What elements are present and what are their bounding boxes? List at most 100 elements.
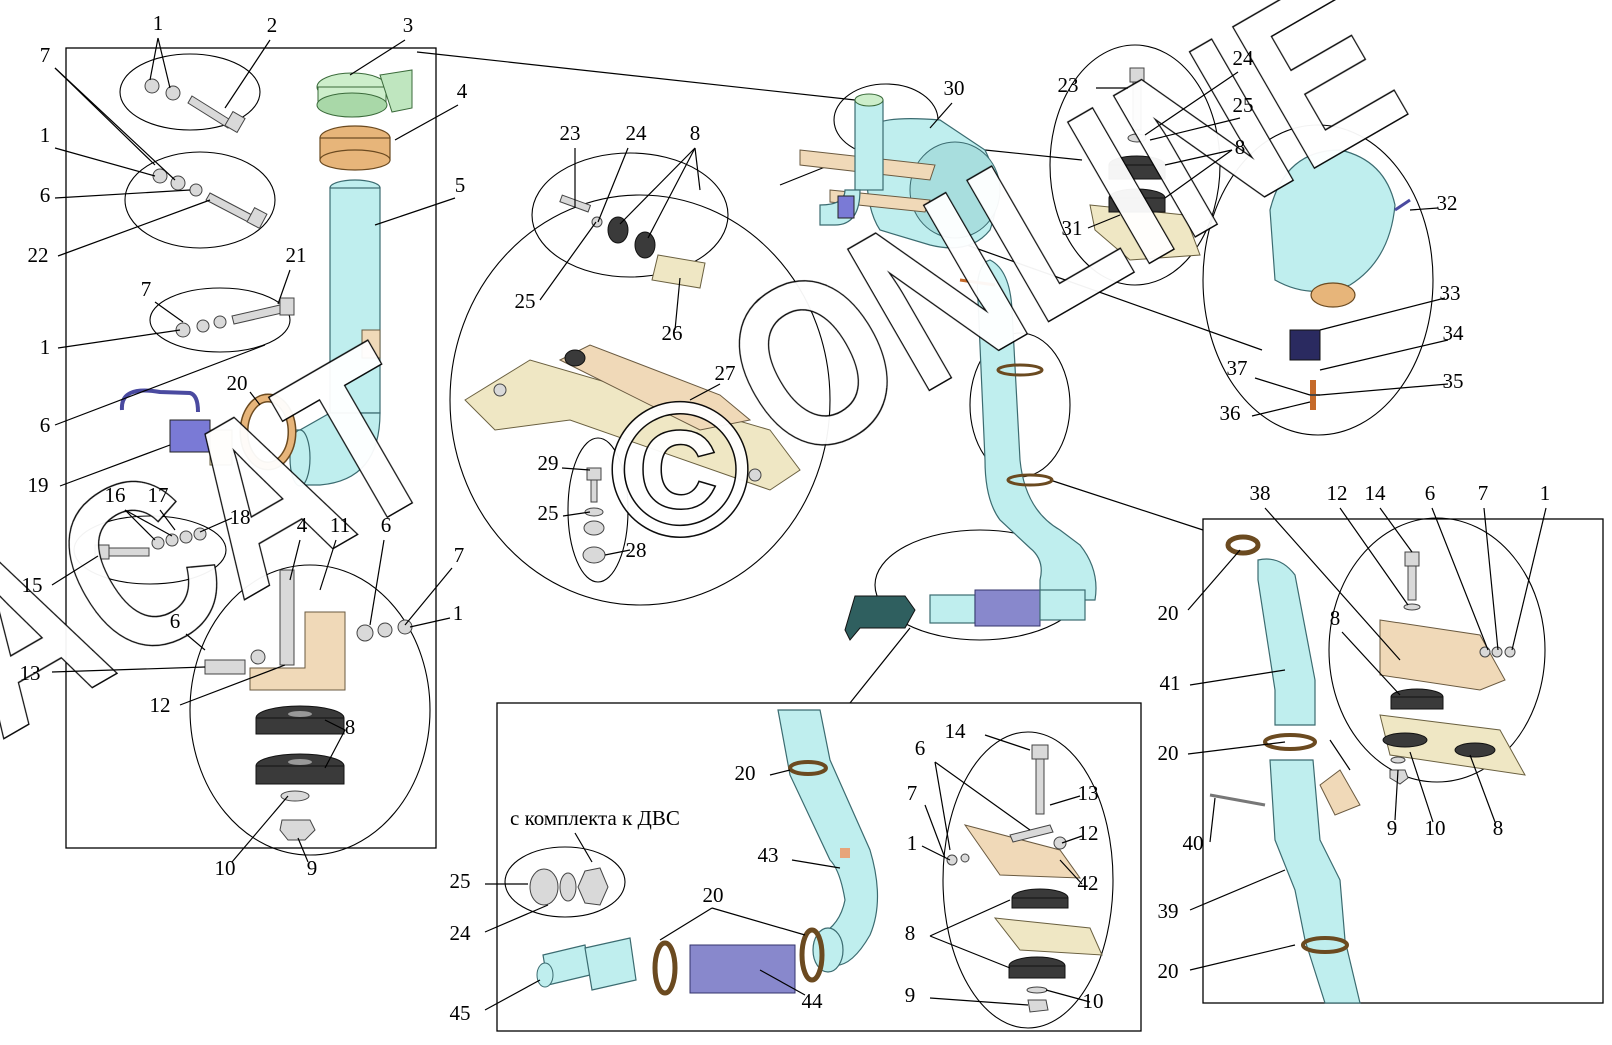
- leader-line: [929, 899, 1011, 937]
- callout-number: 10: [1083, 989, 1104, 1013]
- right-assembly-frame: [1202, 518, 1604, 1004]
- callout-number: 4: [457, 79, 468, 103]
- leader-line: [1264, 507, 1401, 661]
- callout-number: 15: [22, 573, 43, 597]
- callout-number: 18: [230, 505, 251, 529]
- leader-line: [1087, 214, 1121, 229]
- leader-line: [1469, 754, 1496, 823]
- callout-number: 17: [148, 483, 169, 507]
- leader-line: [1319, 339, 1449, 371]
- leader-line: [1394, 769, 1399, 821]
- leader-line: [934, 761, 951, 851]
- callout-number: 1: [1540, 481, 1551, 505]
- callout-number: 20: [703, 883, 724, 907]
- watermark-left: ACAT: [0, 296, 475, 784]
- leader-line: [597, 147, 629, 223]
- leader-line: [929, 935, 1011, 969]
- callout-number: 20: [1158, 959, 1179, 983]
- leader-line: [1409, 207, 1439, 211]
- sensor-19: [119, 388, 233, 466]
- callout-ellipse: [1049, 44, 1221, 286]
- leader-line: [1254, 377, 1311, 396]
- callout-number: 25: [1233, 93, 1254, 117]
- leader-line: [1341, 631, 1401, 696]
- callout-number: 23: [560, 121, 581, 145]
- leader-line: [374, 197, 456, 226]
- leader-line: [54, 189, 191, 199]
- leader-line: [324, 729, 346, 769]
- leader-line: [769, 769, 791, 776]
- callout-number: 35: [1443, 369, 1464, 393]
- callout-number: 25: [538, 501, 559, 525]
- leader-line: [324, 719, 346, 731]
- callout-number: 9: [905, 983, 916, 1007]
- hardware-29-25-24-28: [582, 467, 606, 564]
- callout-number: 42: [1078, 871, 1099, 895]
- leader-line: [1144, 71, 1239, 136]
- leader-line: [59, 444, 171, 487]
- leader-line: [57, 199, 211, 257]
- callout-ellipse: [1202, 124, 1434, 436]
- callout-number: 22: [28, 243, 49, 267]
- leader-line: [1409, 751, 1434, 823]
- leader-line: [349, 39, 406, 76]
- bellows-lower-main: [844, 589, 1086, 641]
- callout-number: 1: [153, 11, 164, 35]
- leader-line: [791, 859, 841, 869]
- callout-ellipse: [119, 53, 261, 131]
- leader-line: [484, 979, 541, 1011]
- leader-line: [199, 517, 233, 533]
- callout-number: 8: [690, 121, 701, 145]
- leader-line: [604, 549, 631, 556]
- leader-line: [1189, 669, 1286, 686]
- callout-number: 6: [1425, 481, 1436, 505]
- leader-line: [149, 37, 159, 81]
- callout-number: 12: [1327, 481, 1348, 505]
- callout-number: 23: [1058, 73, 1079, 97]
- watermark-mark: ©: [610, 364, 750, 576]
- callout-number: 10: [215, 856, 236, 880]
- leader-line: [1059, 859, 1083, 885]
- callout-number: 20: [1158, 601, 1179, 625]
- callout-number: 12: [150, 693, 171, 717]
- leader-line: [124, 509, 173, 537]
- leader-line: [231, 795, 289, 863]
- callout-number: 7: [454, 543, 465, 567]
- callout-ellipse: [73, 515, 227, 585]
- callout-number: 6: [40, 413, 51, 437]
- callout-number: 26: [662, 321, 683, 345]
- callout-number: 7: [1478, 481, 1489, 505]
- callout-number: 31: [1062, 216, 1083, 240]
- callout-number: 7: [907, 781, 918, 805]
- callout-number: 12: [1078, 821, 1099, 845]
- bracket-42-bottom: [946, 744, 1103, 1013]
- callout-number: 30: [944, 76, 965, 100]
- callout-number: 20: [1158, 741, 1179, 765]
- leader-line: [1164, 149, 1233, 199]
- leader-line: [157, 37, 171, 89]
- leader-line: [297, 837, 309, 863]
- callout-ellipse: [1328, 517, 1546, 783]
- leader-line: [924, 804, 946, 859]
- hardware-24-25-bottom: [529, 867, 609, 906]
- leader-line: [929, 997, 1029, 1006]
- callout-ellipse: [189, 564, 431, 856]
- leader-line: [484, 904, 549, 933]
- leader-line: [277, 269, 291, 305]
- leader-line: [159, 509, 176, 531]
- callout-number: 24: [1233, 46, 1255, 70]
- leader-line: [694, 147, 701, 191]
- leader-line: [1319, 297, 1446, 331]
- bracket-31: [1089, 67, 1201, 261]
- callout-ellipse: [449, 194, 831, 606]
- leader-line: [984, 734, 1031, 751]
- callout-number: 36: [1220, 401, 1241, 425]
- callout-number: 24: [450, 921, 472, 945]
- callout-number: 25: [450, 869, 471, 893]
- callout-number: 4: [297, 513, 308, 537]
- callout-number: 8: [345, 715, 356, 739]
- callout-number: 7: [40, 43, 51, 67]
- callout-number: 29: [538, 451, 559, 475]
- leader-line: [1061, 835, 1083, 844]
